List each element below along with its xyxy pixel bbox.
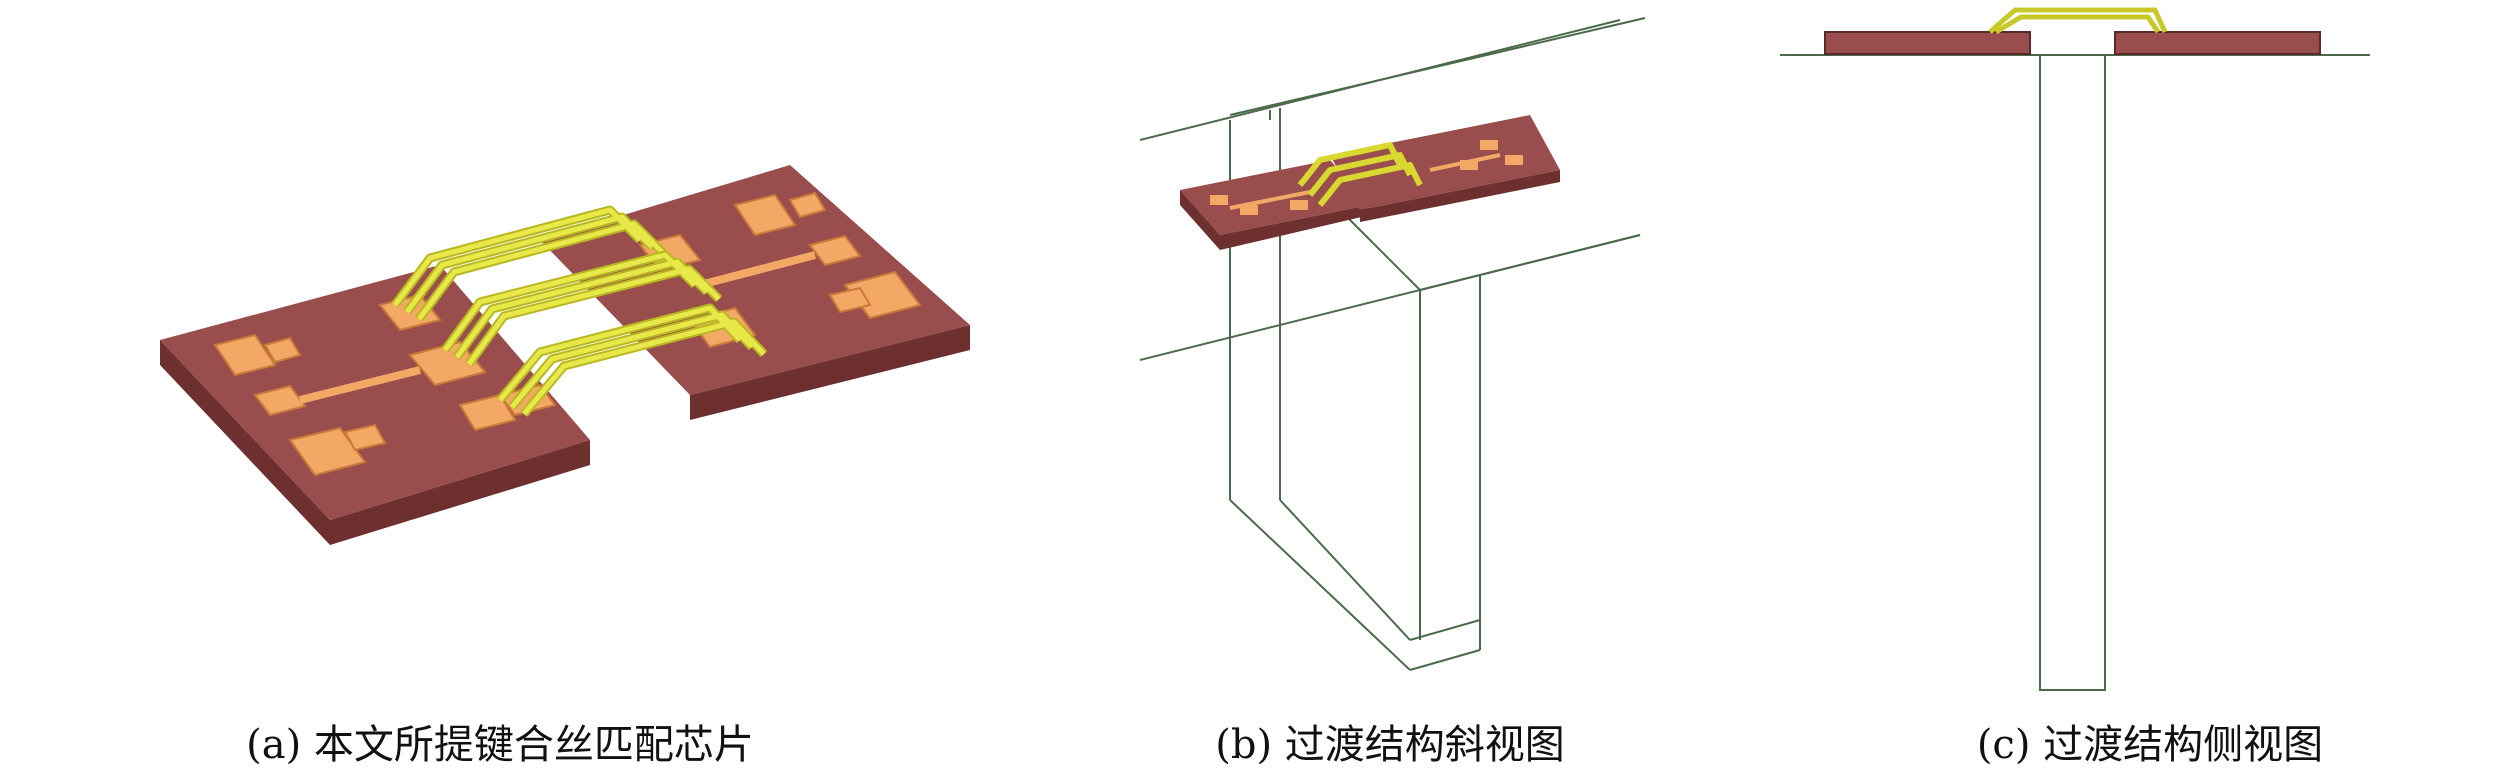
pad	[253, 384, 307, 417]
chip-3d-view	[160, 165, 970, 545]
waveguide-outline	[1780, 54, 2370, 691]
caption-b: (b) 过渡结构斜视图	[1215, 722, 1565, 768]
microstrip-line	[698, 251, 817, 289]
bond-wires	[1297, 142, 1423, 207]
pad	[343, 423, 387, 452]
pad	[213, 333, 277, 377]
microstrip-line	[1229, 190, 1311, 210]
pad	[808, 234, 862, 267]
right-chip-side	[690, 325, 970, 420]
pad	[788, 191, 827, 219]
left-chip	[1824, 31, 2031, 55]
bond-wires	[391, 205, 768, 417]
pad	[1505, 155, 1523, 165]
panel-a: (a) 本文所提键合丝匹配芯片	[0, 0, 1000, 772]
panel-c: (c) 过渡结构侧视图	[1780, 0, 2520, 772]
pad	[458, 393, 517, 432]
pad	[263, 336, 302, 364]
caption-c: (c) 过渡结构侧视图	[1976, 722, 2324, 768]
pad	[1210, 195, 1228, 205]
right-chip	[2114, 31, 2321, 55]
transition-oblique-view	[1139, 17, 1646, 671]
pad	[1240, 205, 1258, 215]
chip-pair	[1180, 115, 1560, 250]
transition-side-view	[1780, 7, 2370, 691]
pad	[1460, 160, 1478, 170]
right-chip-top	[1330, 115, 1560, 210]
pad	[288, 426, 367, 477]
waveguide-outline	[1139, 17, 1646, 671]
caption-a: (a) 本文所提键合丝匹配芯片	[246, 722, 754, 768]
microstrip-line	[299, 366, 421, 404]
bond-wire	[1988, 7, 2168, 35]
pad	[733, 193, 797, 237]
right-chip-side	[1360, 170, 1560, 222]
chip-side-view	[1824, 7, 2321, 55]
panel-b: (b) 过渡结构斜视图	[1000, 0, 1780, 772]
pad	[1290, 200, 1308, 210]
left-chip-side	[1180, 190, 1370, 250]
microstrip-line	[1429, 153, 1501, 172]
pad	[828, 286, 872, 314]
pad	[1480, 140, 1498, 150]
left-chip-side	[160, 340, 590, 545]
